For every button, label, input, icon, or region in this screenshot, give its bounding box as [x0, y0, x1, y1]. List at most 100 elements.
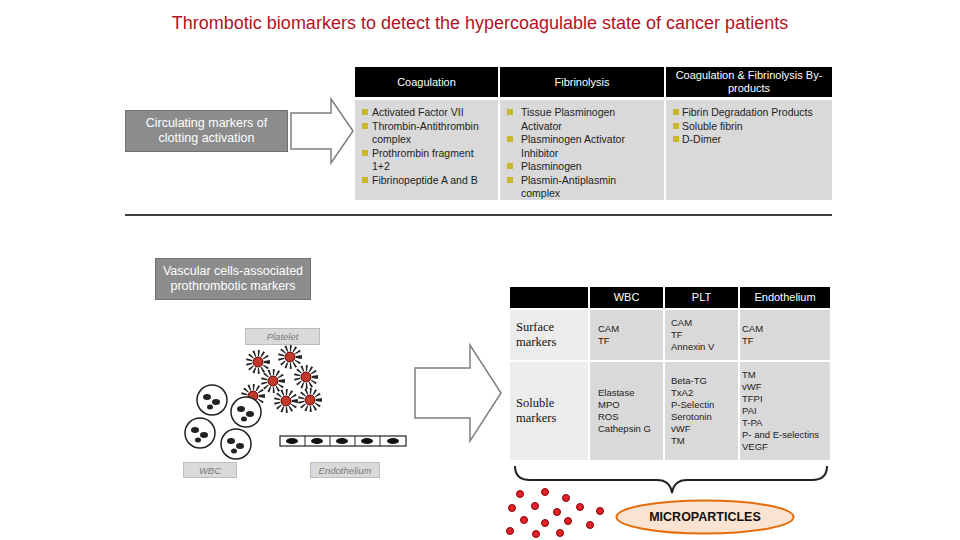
table-cell: Fibrin Degradation ProductsSoluble fibri…: [666, 100, 832, 200]
table-header: Fibrinolysis: [554, 76, 609, 89]
microparticle-dot: [565, 518, 572, 525]
bullet-item: D-Dimer: [666, 133, 830, 147]
table-cell: [510, 287, 588, 308]
platelet-spikes: [297, 368, 315, 386]
wbc-cell: [231, 397, 261, 427]
table-text: CAM: [671, 317, 738, 329]
diagram-title: Thrombotic biomarkers to detect the hype…: [0, 12, 960, 34]
table-text: P-Selectin: [671, 399, 738, 411]
microparticle-dot: [532, 503, 539, 510]
table-text: TFPI: [742, 393, 830, 405]
table-text: vWF: [742, 381, 830, 393]
microparticle-dot: [517, 491, 524, 498]
bullet-item: Fibrin Degradation Products: [666, 106, 830, 120]
microparticle-dot: [577, 504, 584, 511]
endothelial-nucleus: [361, 438, 373, 444]
block-arrow: [415, 345, 501, 441]
platelet-body: [281, 396, 291, 406]
node-text: Circulating markers of clotting activati…: [132, 116, 281, 146]
wbc-nucleus: [227, 438, 235, 444]
table-cell: Endothelium: [740, 287, 830, 308]
microparticle-dot: [557, 530, 564, 537]
table-cell: Fibrinolysis: [500, 67, 664, 97]
table-cell: Coagulation: [355, 67, 498, 97]
table-cell: Coagulation & Fibrinolysis By-products: [666, 67, 832, 97]
illustration-tag: WBC: [183, 462, 237, 478]
platelet-spikes: [264, 372, 282, 390]
microparticle-dot: [587, 522, 594, 529]
wbc-nucleus: [236, 443, 244, 449]
table-text: Surface markers: [516, 320, 578, 350]
wbc-nucleus: [212, 399, 220, 405]
table-text: MPO: [598, 399, 663, 411]
table-cell: Beta-TGTxA2P-SelectinSerotoninvWFTM: [665, 362, 738, 460]
wbc-nucleus: [237, 406, 245, 412]
table-header: Coagulation & Fibrinolysis By-products: [670, 69, 828, 95]
cell-border: [330, 436, 331, 446]
endothelial-nucleus: [336, 438, 348, 444]
endothelial-nucleus: [286, 438, 298, 444]
endothelium-strip: [280, 436, 406, 446]
bullet-item: Plasminogen Activator Inhibitor: [500, 133, 627, 160]
table-cell: CAMTFAnnexin V: [665, 310, 738, 360]
platelet-body: [305, 395, 315, 405]
table-text: PAI: [742, 405, 830, 417]
ellipse-shape: [617, 501, 794, 534]
bullet-item: Activated Factor VII: [355, 106, 494, 120]
wbc-nucleus: [246, 411, 254, 417]
platelet-spikes: [301, 391, 319, 409]
table-text: TxA2: [671, 387, 738, 399]
category-box: Circulating markers of clotting activati…: [125, 110, 288, 152]
table-text: Soluble markers: [516, 396, 578, 426]
illustration-tag: Endothelium: [310, 462, 380, 478]
wbc-nucleus: [191, 427, 199, 433]
wbc-nucleus: [241, 417, 247, 422]
table-text: P- and E-selectins: [742, 429, 830, 441]
illustration-tag: Platelet: [245, 328, 320, 345]
bullet-item: Soluble fibrin: [666, 120, 830, 134]
microparticle-dot: [507, 528, 514, 535]
wbc-cell: [197, 385, 227, 415]
bullet-item: Fibrinopeptide A and B: [355, 174, 494, 188]
microparticle-dot: [509, 505, 516, 512]
cell-border: [380, 436, 381, 446]
table-text: Serotonin: [671, 411, 738, 423]
table-text: T-PA: [742, 417, 830, 429]
node-text: Platelet: [267, 331, 299, 342]
table-text: VEGF: [742, 441, 830, 453]
table-text: TF: [598, 335, 663, 347]
wbc-cell: [185, 418, 215, 448]
table-header: Endothelium: [754, 291, 815, 304]
table-cell: CAMTF: [590, 310, 663, 360]
table-cell: Tissue Plasminogen ActivatorPlasminogen …: [500, 100, 664, 200]
cell-border: [355, 436, 356, 446]
cell-border: [305, 436, 306, 446]
platelet-body: [285, 352, 295, 362]
table-text: TF: [671, 329, 738, 341]
platelet-spikes: [281, 348, 299, 366]
node-text: WBC: [199, 465, 221, 476]
table-text: Elastase: [598, 387, 663, 399]
table-header: PLT: [692, 291, 711, 304]
table-header: WBC: [614, 291, 640, 304]
table-cell: Activated Factor VIIThrombin-Antithrombi…: [355, 100, 498, 200]
bullet-item: Prothrombin fragment 1+2: [355, 147, 494, 174]
wbc-nucleus: [203, 394, 211, 400]
table-cell: Soluble markers: [510, 362, 588, 460]
table-text: CAM: [742, 323, 830, 335]
platelet-body: [301, 372, 311, 382]
table-header: Coagulation: [397, 76, 456, 89]
table-cell: PLT: [665, 287, 738, 308]
wbc-nucleus: [231, 449, 237, 454]
result-ellipse: MICROPARTICLES: [615, 499, 795, 535]
table-text: CAM: [598, 323, 663, 335]
table-cell: TMvWFTFPIPAIT-PAP- and E-selectinsVEGF: [740, 362, 830, 460]
wbc-nucleus: [200, 432, 208, 438]
endothelial-nucleus: [311, 438, 323, 444]
endothelial-nucleus: [387, 438, 399, 444]
category-box: Vascular cells-associated prothrombotic …: [155, 258, 311, 300]
table-text: TM: [671, 435, 738, 447]
table-text: Beta-TG: [671, 375, 738, 387]
bullet-item: Plasmin-Antiplasmin complex: [500, 174, 627, 201]
